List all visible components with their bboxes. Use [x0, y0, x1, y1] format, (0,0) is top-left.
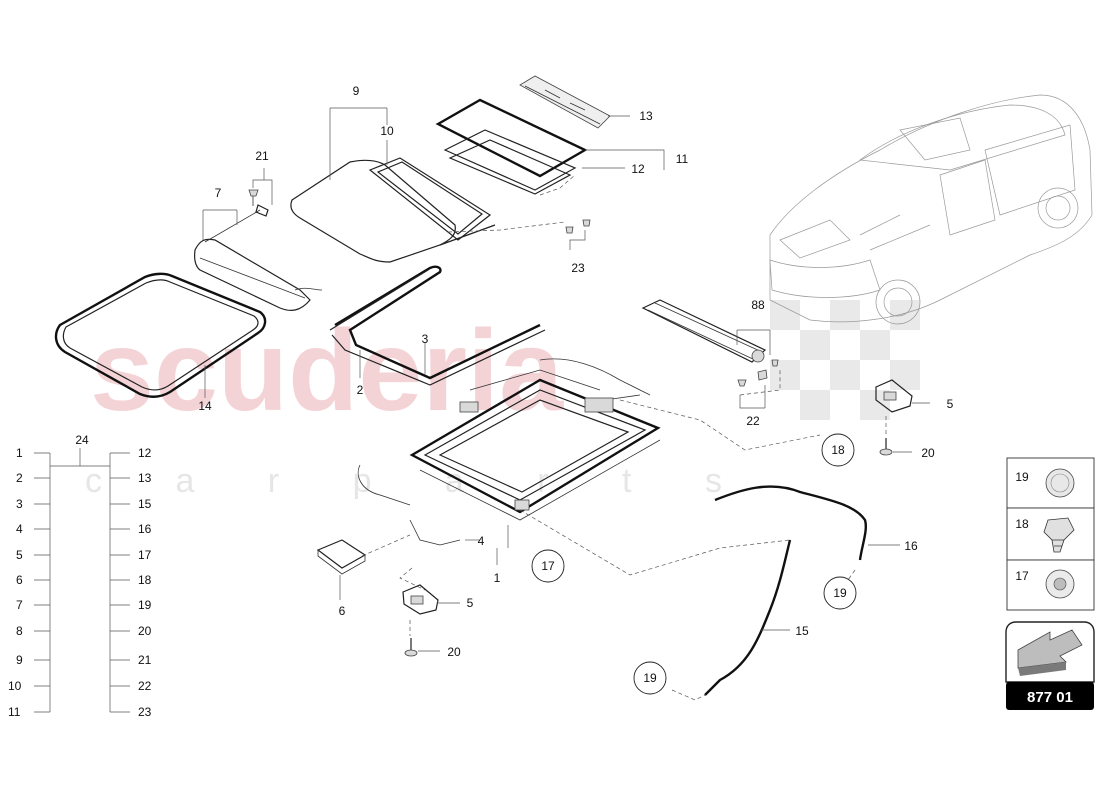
callout-13: 13 — [639, 109, 653, 123]
part-13-rail[interactable] — [519, 75, 611, 129]
kit-item: 1 — [16, 446, 23, 460]
callout-19-b: 19 — [643, 671, 657, 685]
callout-24: 24 — [75, 433, 89, 447]
callout-21: 21 — [255, 149, 269, 163]
vehicle-outline — [769, 94, 1093, 325]
callout-3: 3 — [422, 332, 429, 346]
kit-item: 8 — [16, 624, 23, 638]
part-88-roller-blind[interactable] — [641, 299, 767, 363]
part-7-deflector[interactable] — [194, 204, 323, 311]
dashed-guides — [361, 174, 887, 701]
clip-icon — [1043, 517, 1075, 553]
callout-7: 7 — [215, 186, 222, 200]
kit-item: 6 — [16, 573, 23, 587]
callout-14: 14 — [198, 399, 212, 413]
part-22-clips[interactable] — [737, 359, 779, 387]
callout-6: 6 — [339, 604, 346, 618]
reference-code-bg — [1006, 682, 1094, 710]
kit-item: 23 — [138, 705, 152, 719]
kit-item: 2 — [16, 471, 23, 485]
part-3-seal[interactable] — [334, 265, 541, 380]
part-20-bolt-upper[interactable] — [879, 438, 893, 456]
kit-item: 12 — [138, 446, 152, 460]
callout-1: 1 — [494, 571, 501, 585]
callout-88: 88 — [751, 298, 765, 312]
kit-list-left: 1 2 3 4 5 6 7 8 9 10 11 — [8, 446, 23, 719]
kit-item: 11 — [8, 705, 21, 719]
circle-18 — [821, 433, 855, 467]
callout-9: 9 — [353, 84, 360, 98]
callout-23: 23 — [571, 261, 585, 275]
part-6-module[interactable] — [316, 539, 367, 575]
part-12-glass[interactable] — [435, 98, 588, 195]
circle-17 — [531, 549, 565, 583]
callout-10: 10 — [380, 124, 394, 138]
part-20-bolt-lower[interactable] — [404, 638, 418, 657]
legend-number: 19 — [1015, 470, 1029, 484]
callout-18: 18 — [831, 443, 845, 457]
kit-item: 3 — [16, 497, 23, 511]
part-23-screws[interactable] — [565, 219, 591, 234]
kit-item: 10 — [8, 679, 22, 693]
part-14-seal[interactable] — [54, 272, 267, 398]
part-1-frame[interactable] — [357, 358, 661, 546]
legend-box-19[interactable]: 19 — [1006, 457, 1095, 509]
part-9-glass[interactable] — [290, 159, 456, 263]
kit-item: 16 — [138, 522, 152, 536]
part-16-drain-hose[interactable] — [714, 485, 867, 561]
grommet-icon — [1045, 569, 1075, 599]
callout-2: 2 — [357, 383, 364, 397]
callout-20-upper: 20 — [921, 446, 935, 460]
kit-item: 13 — [138, 471, 152, 485]
callout-11: 11 — [676, 152, 689, 166]
arrow-icon — [1017, 629, 1083, 676]
kit-item: 18 — [138, 573, 152, 587]
legend-number: 18 — [1015, 517, 1029, 531]
kit-item: 5 — [16, 548, 23, 562]
callout-5-upper: 5 — [947, 397, 954, 411]
watermark-subtext: c a r p a r t s — [85, 462, 754, 500]
callout-5-lower: 5 — [467, 596, 474, 610]
round-cap-icon — [1045, 468, 1075, 498]
reference-code: 877 01 — [1027, 689, 1073, 706]
watermark-checker — [770, 300, 920, 420]
watermark-text: scuderia — [90, 307, 564, 435]
callout-12: 12 — [631, 162, 645, 176]
kit-item: 9 — [16, 653, 23, 667]
leader-lines — [34, 107, 930, 713]
kit-item: 21 — [138, 653, 152, 667]
kit-list-right: 12 13 15 16 17 18 19 20 21 22 23 — [138, 446, 152, 719]
part-5-motor-lower[interactable] — [402, 584, 439, 615]
kit-item: 22 — [138, 679, 152, 693]
kit-item: 7 — [16, 598, 23, 612]
callout-4: 4 — [478, 534, 485, 548]
kit-item: 4 — [16, 522, 23, 536]
watermark: scuderia c a r p a r t s — [85, 307, 754, 500]
legend-number: 17 — [1015, 569, 1029, 583]
kit-item: 15 — [138, 497, 152, 511]
kit-item: 19 — [138, 598, 152, 612]
legend-box-17[interactable]: 17 — [1006, 559, 1095, 611]
callout-17: 17 — [541, 559, 555, 573]
part-5-motor-upper[interactable] — [875, 379, 913, 413]
callout-20-lower: 20 — [447, 645, 461, 659]
reference-box[interactable]: 877 01 — [1005, 621, 1095, 710]
part-2-seal[interactable] — [329, 269, 546, 386]
kit-item: 17 — [138, 548, 152, 562]
callout-22: 22 — [746, 414, 760, 428]
callout-16: 16 — [904, 539, 918, 553]
part-10-frame[interactable] — [368, 157, 496, 246]
legend-box-18[interactable]: 18 — [1006, 507, 1095, 561]
kit-item: 20 — [138, 624, 152, 638]
part-15-drain-hose[interactable] — [704, 539, 792, 696]
circle-19-a — [823, 576, 857, 610]
callout-19-a: 19 — [833, 586, 847, 600]
part-21-screw[interactable] — [248, 189, 259, 206]
callout-15: 15 — [795, 624, 809, 638]
circle-19-b — [633, 661, 667, 695]
callouts: 9 10 13 12 11 21 7 23 88 22 3 2 14 24 5 … — [75, 84, 954, 695]
